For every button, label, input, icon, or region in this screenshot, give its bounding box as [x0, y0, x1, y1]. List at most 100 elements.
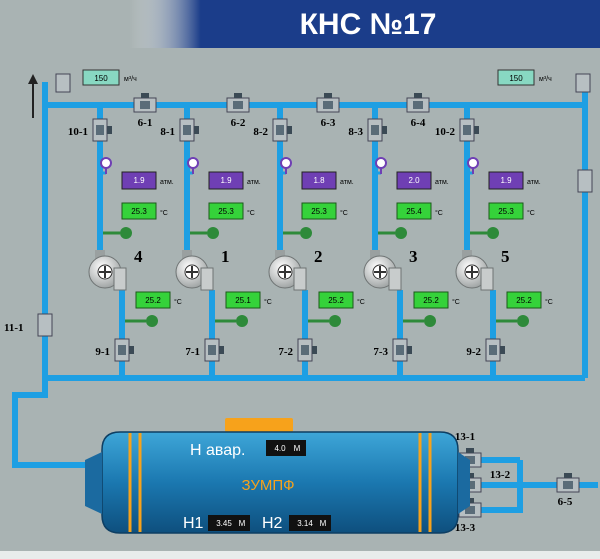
- pump-3[interactable]: [363, 250, 402, 291]
- temp-top-display-4[interactable]: 25.3°C: [121, 202, 168, 220]
- pressure-display-2[interactable]: 1.8 атм.: [301, 171, 354, 190]
- valve-8-1[interactable]: [179, 118, 199, 142]
- temp-bottom-display-5[interactable]: 25.2 °C: [506, 291, 553, 309]
- temp-sensor-icon: [517, 315, 529, 327]
- pressure-display-5[interactable]: 1.9 атм.: [488, 171, 541, 190]
- temp-sensor-icon: [395, 227, 407, 239]
- valve-8-2[interactable]: [272, 118, 292, 142]
- sump-tank: Н авар. 4.0 М ЗУМПФ Н1 3.45 М Н2 3.14 М: [85, 418, 470, 534]
- flow-sensor-left-icon: [55, 73, 71, 93]
- temp-sensor-icon: [236, 315, 248, 327]
- temp-sensor-icon: [300, 227, 312, 239]
- flow-left-unit: м³/ч: [124, 76, 137, 83]
- temp-top-unit-2: °C: [340, 209, 348, 217]
- valve-7-2[interactable]: [297, 338, 317, 362]
- pressure-value-3: 2.0: [408, 176, 420, 185]
- valve-6-4[interactable]: [406, 93, 430, 113]
- temp-top-display-2[interactable]: 25.3 °C: [301, 202, 348, 220]
- temp-bottom-display-4[interactable]: 25.2°C: [135, 291, 182, 309]
- pressure-display-1[interactable]: 1.9 атм.: [208, 171, 261, 190]
- valve-8-3[interactable]: [367, 118, 387, 142]
- pressure-value-2: 1.8: [313, 176, 325, 185]
- temp-sensor-icon: [424, 315, 436, 327]
- pump-number-1: 1: [221, 247, 230, 266]
- valve-8-1-label: 8-1: [160, 126, 175, 138]
- h1-box: [208, 515, 250, 531]
- temp-bottom-value-3: 25.2: [423, 296, 439, 305]
- valve-11-1-label: 11-1: [4, 322, 24, 334]
- valve-7-2-label: 7-2: [278, 346, 293, 358]
- temp-top-display-5[interactable]: 25.3°C: [488, 202, 535, 220]
- pressure-value-1: 1.9: [220, 176, 232, 185]
- pump-4[interactable]: [88, 250, 127, 291]
- valve-9-2[interactable]: [485, 338, 505, 362]
- valve-6-2[interactable]: [226, 93, 250, 113]
- temp-bottom-unit-5: °C: [545, 298, 553, 306]
- pump-number-3: 3: [409, 247, 418, 266]
- temp-bottom-display-1[interactable]: 25.1°C: [225, 291, 272, 309]
- fan-icon: [374, 266, 386, 278]
- fan-icon: [186, 266, 198, 278]
- valve-6-5-label: 6-5: [558, 496, 573, 508]
- pressure-unit-1: атм.: [247, 179, 261, 186]
- valve-7-3[interactable]: [392, 338, 412, 362]
- pump-1[interactable]: [175, 250, 214, 291]
- h2-label: Н2: [262, 515, 283, 532]
- temp-top-display-1[interactable]: 25.3°C: [208, 202, 255, 220]
- flow-meter-right[interactable]: 150 м³/ч: [497, 69, 552, 86]
- pump-number-2: 2: [314, 247, 323, 266]
- valve-6-1-label: 6-1: [138, 117, 153, 129]
- flow-left-value: 150: [94, 74, 108, 83]
- pump-2[interactable]: [268, 250, 307, 291]
- temp-top-unit-5: °C: [527, 209, 535, 217]
- arrow-head-icon: [28, 74, 38, 84]
- valve-7-1[interactable]: [204, 338, 224, 362]
- tank-name: ЗУМПФ: [241, 477, 294, 494]
- pressure-value-5: 1.9: [500, 176, 512, 185]
- valve-6-3-label: 6-3: [321, 117, 336, 129]
- tank-hatch: [225, 418, 293, 432]
- flow-sensor-right-icon: [575, 73, 591, 93]
- station-title: КНС №17: [300, 8, 437, 41]
- pressure-unit-2: атм.: [340, 179, 354, 186]
- valve-10-1-label: 10-1: [68, 126, 88, 138]
- pump-number-5: 5: [501, 247, 510, 266]
- top-valves: 6-1 6-2 6-3 6-4: [133, 93, 430, 129]
- pump-5[interactable]: [455, 250, 494, 291]
- valve-10-1[interactable]: [92, 118, 112, 142]
- valve-6-1[interactable]: [133, 93, 157, 113]
- valve-11-1[interactable]: 11-1: [4, 313, 53, 337]
- temp-top-value-2: 25.3: [311, 207, 327, 216]
- valve-6-5[interactable]: [556, 473, 580, 493]
- temp-bottom-display-2[interactable]: 25.2°C: [318, 291, 365, 309]
- pump-number-4: 4: [134, 247, 143, 266]
- temp-bottom-display-3[interactable]: 25.2°C: [413, 291, 460, 309]
- temp-top-value-3: 25.4: [406, 207, 422, 216]
- valve-9-1[interactable]: [114, 338, 134, 362]
- valve-10-2[interactable]: [459, 118, 479, 142]
- valve-6-2-label: 6-2: [231, 117, 246, 129]
- h2-unit: М: [320, 519, 327, 528]
- temp-bottom-unit-2: °C: [357, 298, 365, 306]
- flow-meter-left[interactable]: 150 м³/ч: [82, 69, 137, 86]
- pressure-unit-5: атм.: [527, 179, 541, 186]
- alarm-level-unit: М: [294, 444, 301, 453]
- temp-bottom-value-4: 25.2: [145, 296, 161, 305]
- side-valve-right-icon[interactable]: [577, 169, 593, 193]
- alarm-level-value: 4.0: [274, 444, 286, 453]
- valve-6-4-label: 6-4: [411, 117, 426, 129]
- valve-13-2-label: 13-2: [490, 469, 511, 481]
- valve-8-3-label: 8-3: [348, 126, 363, 138]
- valve-6-3[interactable]: [316, 93, 340, 113]
- h1-label: Н1: [183, 515, 204, 532]
- temp-top-display-3[interactable]: 25.4°C: [396, 202, 443, 220]
- valve-13-1-label: 13-1: [455, 431, 475, 443]
- pressure-gauge-icon: [375, 157, 387, 169]
- temp-bottom-value-5: 25.2: [516, 296, 532, 305]
- pressure-value-4: 1.9: [133, 176, 145, 185]
- h2-value: 3.14: [297, 519, 313, 528]
